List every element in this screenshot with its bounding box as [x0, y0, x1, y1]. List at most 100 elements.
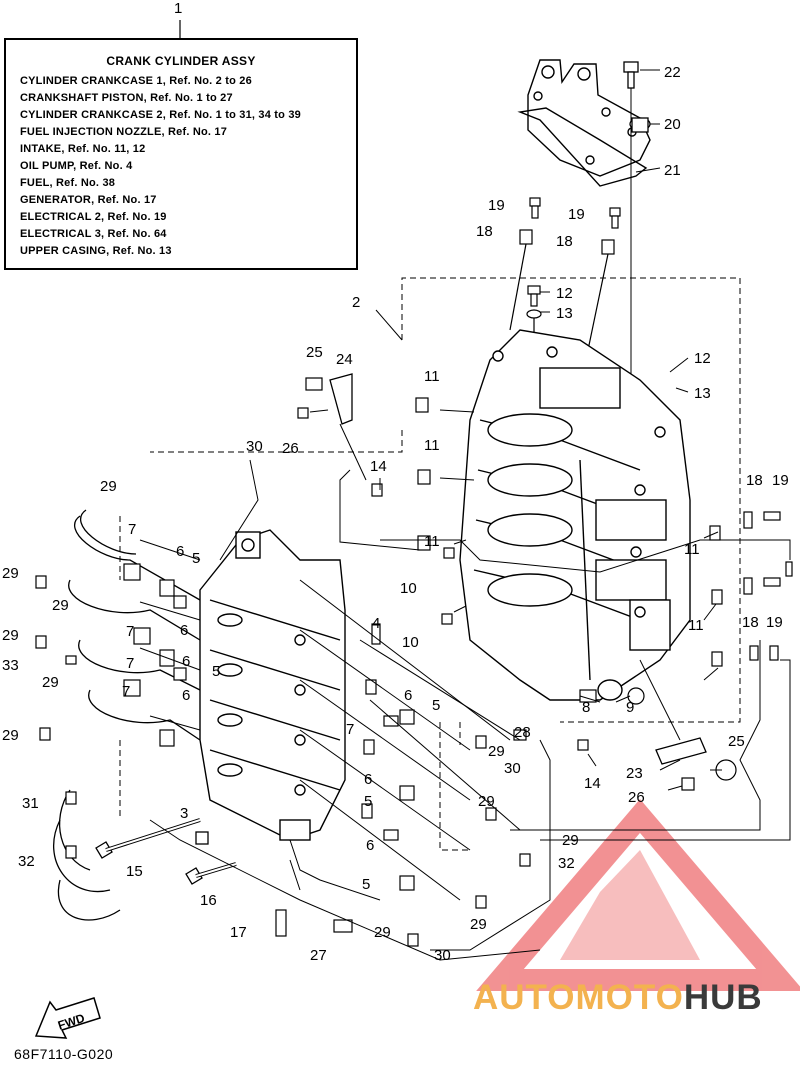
callout-number: 6: [182, 687, 190, 704]
part-code: 68F7110-G020: [14, 1046, 114, 1062]
callout-number: 30: [246, 438, 263, 455]
callout-number: 18: [742, 614, 759, 631]
callout-number: 29: [100, 478, 117, 495]
callout-number: 15: [126, 863, 143, 880]
watermark-text: AUTOMOTOHUB: [473, 978, 763, 1018]
callout-number: 8: [582, 699, 590, 716]
callout-number: 9: [626, 699, 634, 716]
top-cover: [517, 59, 651, 187]
reference-line: ELECTRICAL 2, Ref. No. 19: [20, 211, 167, 223]
cylinder-crankcase-2: [199, 529, 346, 841]
callout-number: 18: [746, 472, 763, 489]
callout-number: 27: [310, 947, 327, 964]
callout-number: 18: [476, 223, 493, 240]
callout-number: 6: [176, 543, 184, 560]
callout-number: 19: [568, 206, 585, 223]
callout-number: 4: [372, 615, 380, 632]
reference-line: UPPER CASING, Ref. No. 13: [20, 245, 172, 257]
callout-number: 7: [346, 721, 354, 738]
callout-number: 32: [558, 855, 575, 872]
reference-line: CYLINDER CRANKCASE 2, Ref. No. 1 to 31, …: [20, 109, 301, 121]
callout-number: 28: [514, 724, 531, 741]
callout-number: 5: [432, 697, 440, 714]
callout-number: 5: [362, 876, 370, 893]
callout-number: 29: [2, 565, 19, 582]
reference-line: INTAKE, Ref. No. 11, 12: [20, 143, 146, 155]
callout-number: 10: [402, 634, 419, 651]
callout-number: 3: [180, 805, 188, 822]
callout-number: 6: [364, 771, 372, 788]
callout-number: 7: [128, 521, 136, 538]
reference-line: ELECTRICAL 3, Ref. No. 64: [20, 228, 167, 240]
callout-number: 6: [404, 687, 412, 704]
callout-number: 5: [192, 550, 200, 567]
callout-number: 25: [728, 733, 745, 750]
callout-number: 2: [352, 294, 360, 311]
brackets: [329, 373, 707, 765]
callout-number: 11: [424, 533, 440, 550]
callout-number: 13: [694, 385, 711, 402]
callout-number: 29: [478, 793, 495, 810]
callout-number: 7: [122, 683, 130, 700]
callout-number: 26: [282, 440, 299, 457]
callout-number: 11: [424, 368, 440, 385]
callout-number: 13: [556, 305, 573, 322]
callout-number: 26: [628, 789, 645, 806]
callout-number: 23: [626, 765, 643, 782]
callout-number: 6: [366, 837, 374, 854]
callout-number: 17: [230, 924, 247, 941]
watermark-part2: HUB: [683, 978, 763, 1017]
callout-number: 24: [336, 351, 353, 368]
reference-line: GENERATOR, Ref. No. 17: [20, 194, 157, 206]
reference-line: OIL PUMP, Ref. No. 4: [20, 160, 133, 172]
callout-number: 11: [424, 437, 440, 454]
callout-number: 31: [22, 795, 39, 812]
callout-number: 29: [470, 916, 487, 933]
callout-number: 7: [126, 623, 134, 640]
fittings-left: [35, 563, 187, 859]
watermark-part1: AUTOMOTO: [473, 978, 684, 1017]
callout-number: 14: [370, 458, 387, 475]
callout-number: 19: [772, 472, 789, 489]
callout-number: 22: [664, 64, 681, 81]
callout-number: 32: [18, 853, 35, 870]
callout-number: 11: [684, 541, 700, 558]
bolt-19-right: [587, 207, 621, 351]
callout-number: 7: [126, 655, 134, 672]
callout-number: 10: [400, 580, 417, 597]
callout-number: 19: [766, 614, 783, 631]
callout-number: 21: [664, 162, 681, 179]
callout-number: 29: [52, 597, 69, 614]
long-bolts: [95, 818, 237, 885]
cylinder-crankcase-1: [459, 329, 691, 701]
diagram-label: 1: [174, 0, 182, 17]
callout-number: 16: [200, 892, 217, 909]
callout-number: 30: [504, 760, 521, 777]
bolt-19-left: [509, 197, 541, 331]
callout-number: 29: [488, 743, 505, 760]
callout-number: 30: [434, 947, 451, 964]
leader-lines: [139, 69, 791, 961]
callout-number: 14: [584, 775, 601, 792]
reference-line: CYLINDER CRANKCASE 1, Ref. No. 2 to 26: [20, 75, 252, 87]
callout-number: 29: [2, 627, 19, 644]
reference-box: CRANK CYLINDER ASSY CYLINDER CRANKCASE 1…: [4, 38, 358, 270]
callout-number: 18: [556, 233, 573, 250]
callout-number: 5: [364, 793, 372, 810]
assembly-boundaries: [119, 277, 741, 851]
callout-number: 5: [212, 663, 220, 680]
fwd-arrow-icon: FWD: [34, 997, 101, 1039]
callout-number: 12: [694, 350, 711, 367]
watermark-logo-triangle: [476, 799, 800, 991]
callout-number: 6: [182, 653, 190, 670]
callout-number: 11: [688, 617, 704, 634]
collar-20: [629, 117, 651, 133]
reference-line: FUEL, Ref. No. 38: [20, 177, 116, 189]
callout-number: 33: [2, 657, 19, 674]
callout-number: 19: [488, 197, 505, 214]
callout-number: 6: [180, 622, 188, 639]
callout-number: 29: [374, 924, 391, 941]
